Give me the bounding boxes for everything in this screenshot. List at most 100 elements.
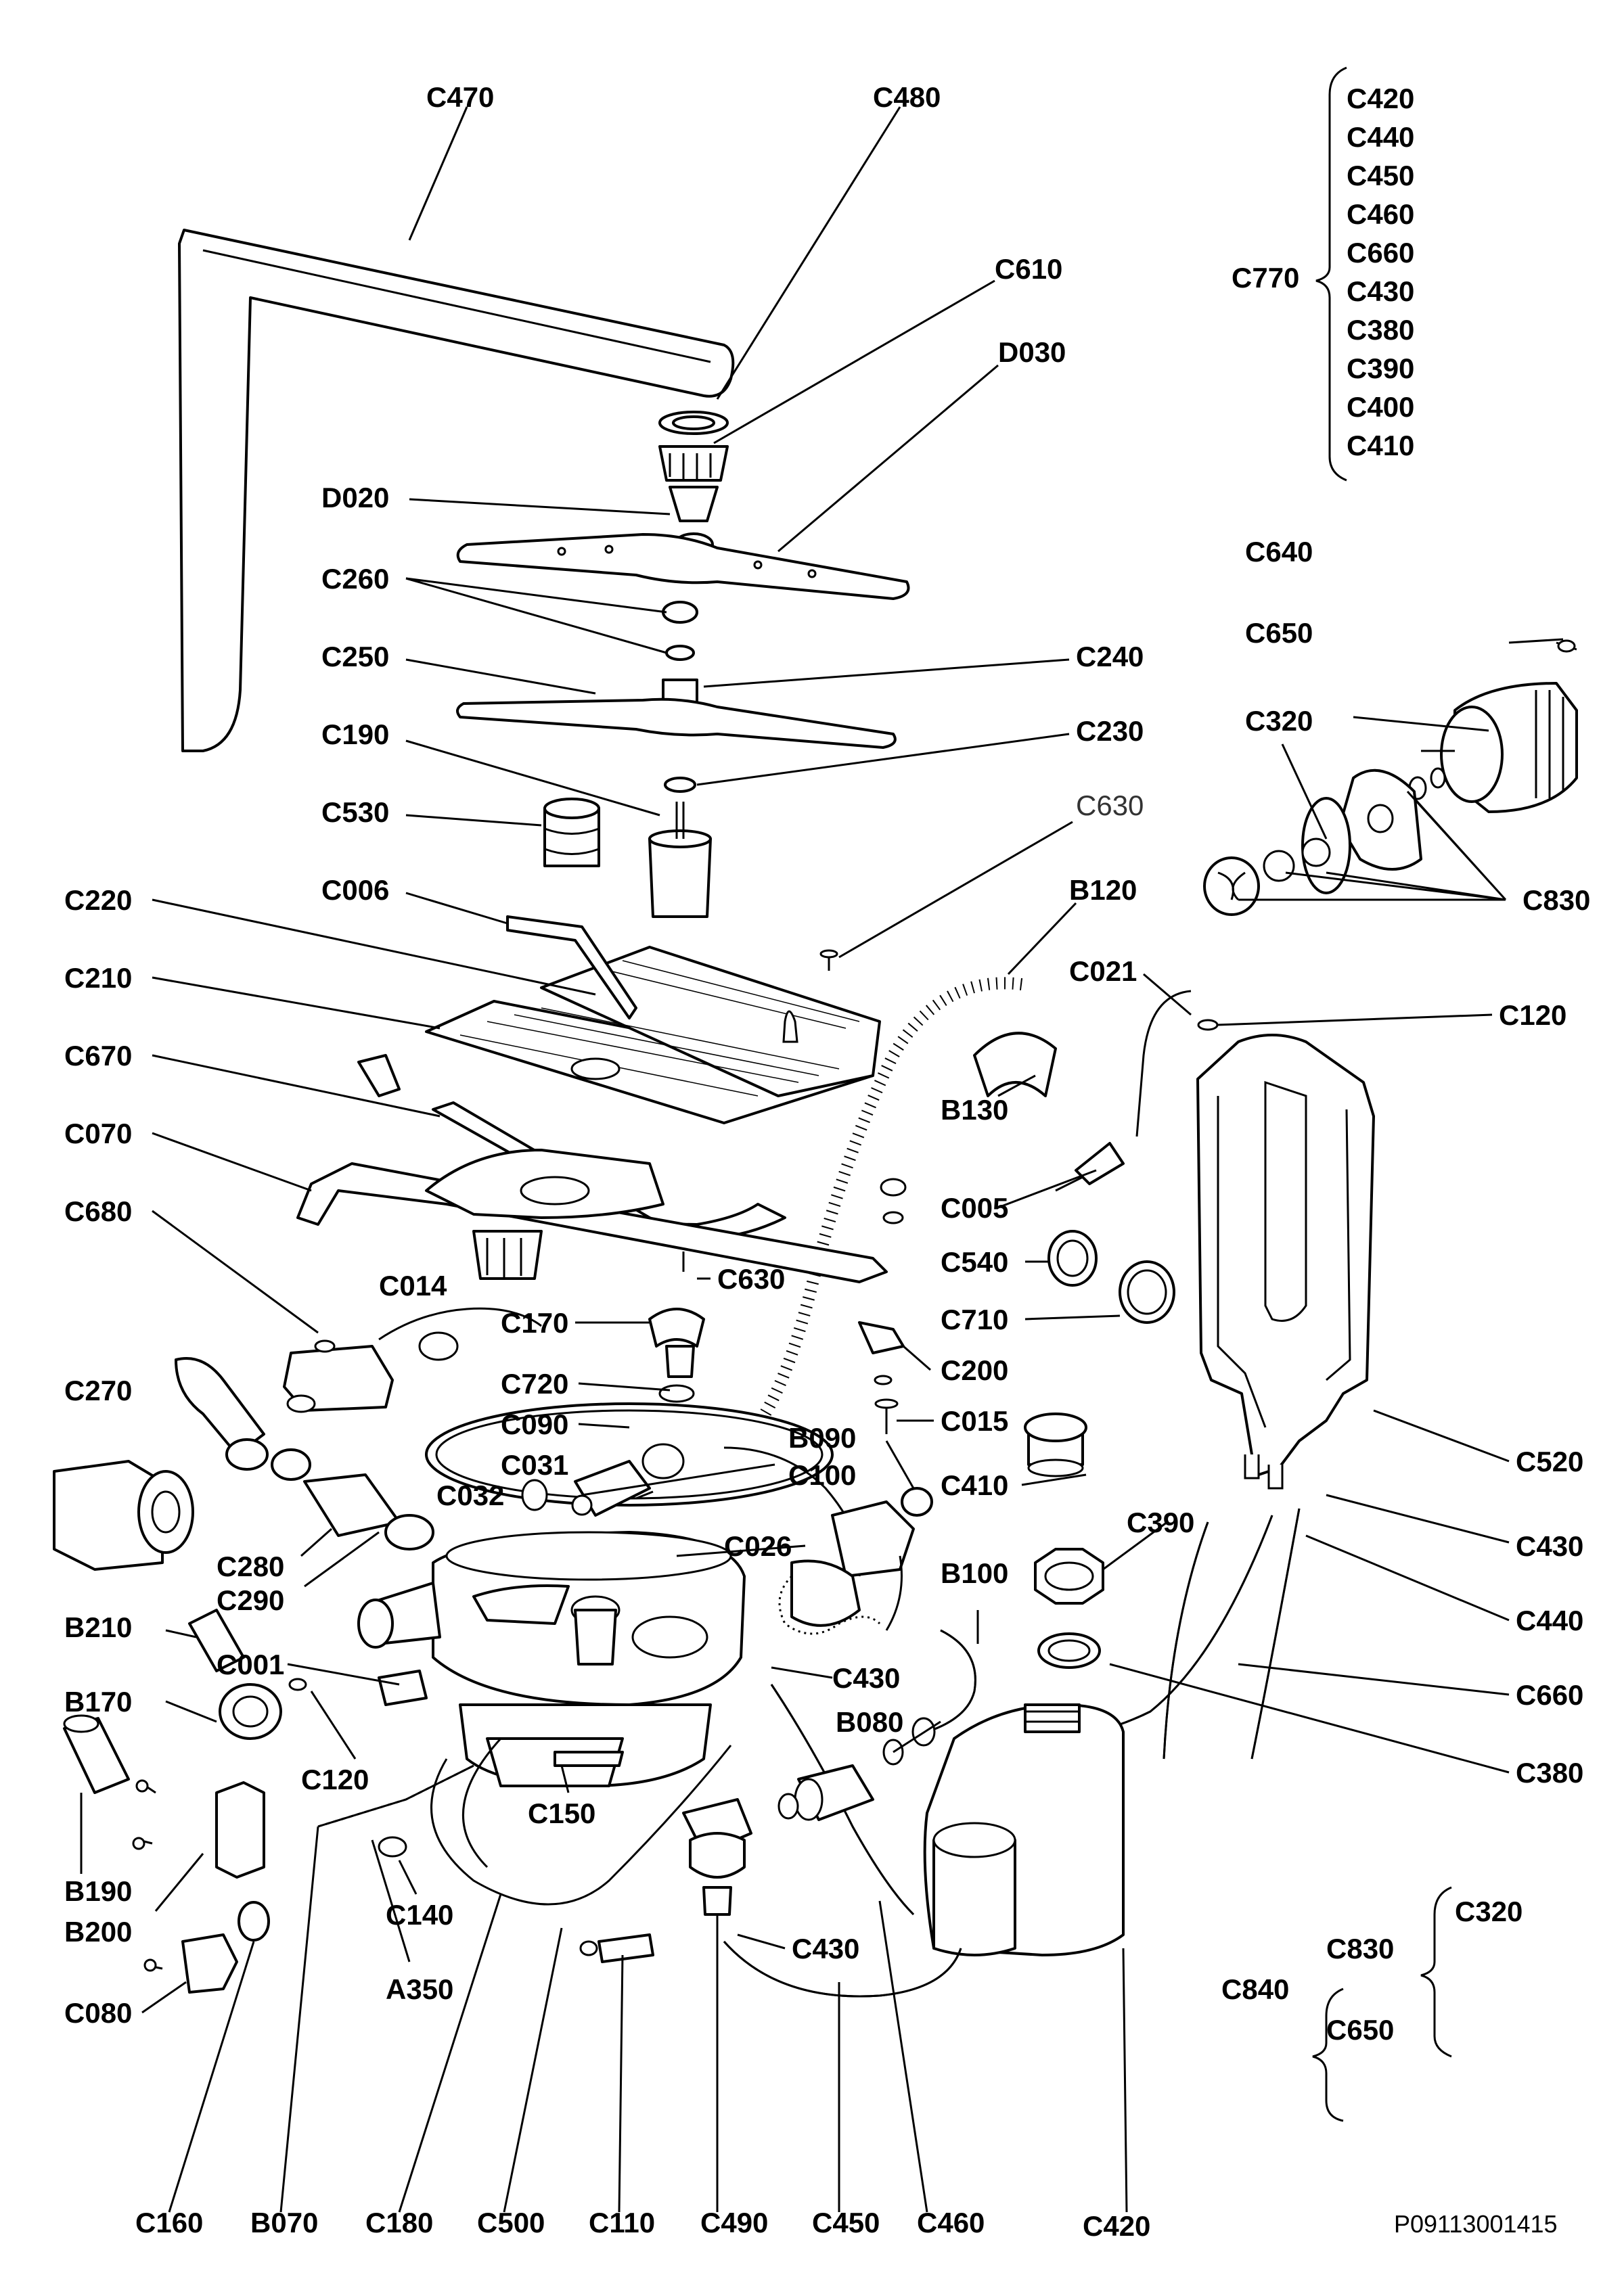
drain-pump-c100 — [723, 1446, 915, 1635]
upper-spray-pipe — [178, 229, 735, 752]
label-b130: B130 — [941, 1094, 1008, 1126]
sump-assembly — [357, 1531, 746, 1787]
group-brackets — [1312, 66, 1452, 2122]
label-c630-mid: C630 — [717, 1263, 785, 1295]
label-c380: C380 — [1516, 1757, 1583, 1789]
group-c770-item: C460 — [1347, 198, 1414, 230]
group-c770-item: C380 — [1347, 314, 1414, 346]
group-c840: C840 C320 C830 C650 — [1221, 1896, 1522, 2046]
label-c710: C710 — [941, 1304, 1008, 1335]
left-components — [63, 1609, 282, 1994]
label-c430-mid: C430 — [832, 1662, 900, 1694]
label-c120-bottom: C120 — [301, 1764, 369, 1795]
group-c840-subitem: C320 — [1455, 1896, 1522, 1927]
label-c005: C005 — [941, 1192, 1008, 1224]
label-c210: C210 — [64, 962, 132, 994]
group-c770-item: C440 — [1347, 121, 1414, 153]
ring-c090 — [425, 1384, 834, 1507]
label-a350: A350 — [386, 1973, 453, 2005]
label-c230: C230 — [1076, 715, 1144, 747]
label-c190: C190 — [321, 718, 389, 750]
clip-left — [357, 1054, 401, 1097]
label-c460: C460 — [917, 2207, 985, 2238]
label-d020: D020 — [321, 482, 389, 513]
rings-c390-c380 — [1034, 1548, 1104, 1669]
group-c770-item: C390 — [1347, 352, 1414, 384]
label-c110: C110 — [589, 2207, 655, 2238]
label-c015: C015 — [941, 1405, 1008, 1437]
drawing-code: P09113001415 — [1394, 2210, 1558, 2238]
label-c830: C830 — [1522, 884, 1590, 916]
filter-holder-c190 — [648, 802, 712, 918]
label-c490: C490 — [700, 2207, 768, 2238]
label-c670: C670 — [64, 1040, 132, 1072]
label-c680: C680 — [64, 1195, 132, 1227]
label-c290: C290 — [217, 1584, 284, 1616]
label-b170: B170 — [64, 1686, 132, 1718]
group-c770-item: C430 — [1347, 275, 1414, 307]
label-c440: C440 — [1516, 1605, 1583, 1636]
inlet-fitting-c170 — [378, 1307, 705, 1378]
filter-tray — [425, 946, 881, 1124]
nozzle-stack — [658, 411, 729, 557]
label-d030: D030 — [998, 336, 1066, 368]
label-c170: C170 — [501, 1307, 568, 1339]
small-fasteners-right — [682, 1178, 907, 1434]
bracket-c001 — [288, 1670, 428, 1706]
label-c032: C032 — [436, 1479, 504, 1511]
label-c410: C410 — [941, 1469, 1008, 1501]
inlet-valve-c490 — [682, 1798, 752, 1916]
pressure-parts-c031 — [521, 1443, 685, 1517]
label-c420: C420 — [1083, 2210, 1150, 2242]
label-c650: C650 — [1245, 617, 1313, 649]
hose-clamp-b130 — [973, 1032, 1057, 1097]
group-c840-name: C840 — [1221, 1973, 1289, 2005]
label-c070: C070 — [64, 1118, 132, 1149]
label-c480: C480 — [873, 81, 941, 113]
valve-left — [283, 1339, 394, 1413]
screw-c630-top — [819, 949, 838, 971]
bracket-c006 — [506, 915, 637, 1019]
label-c520: C520 — [1516, 1446, 1583, 1477]
cap-c410 — [1024, 1413, 1087, 1477]
label-c660: C660 — [1516, 1679, 1583, 1711]
group-c770: C770 C420 C440 C450 C460 C660 C430 C380 … — [1232, 83, 1414, 461]
leader-lines — [80, 106, 1564, 2213]
label-c150: C150 — [528, 1797, 595, 1829]
water-tank-c520 — [1196, 1034, 1375, 1490]
circulation-pump-c270 — [53, 1357, 265, 1571]
group-c770-item: C660 — [1347, 237, 1414, 269]
sensor-wire-c021 — [1055, 990, 1192, 1192]
sleeve-c530 — [543, 798, 600, 867]
label-c240: C240 — [1076, 641, 1144, 672]
label-c450: C450 — [812, 2207, 880, 2238]
label-c260: C260 — [321, 563, 389, 595]
group-c770-item: C450 — [1347, 160, 1414, 191]
label-b090: B090 — [788, 1422, 856, 1454]
lower-spray-arm — [456, 679, 897, 793]
label-c006: C006 — [321, 874, 389, 906]
label-b070: B070 — [250, 2207, 318, 2238]
label-c021: C021 — [1069, 955, 1137, 987]
group-c770-name: C770 — [1232, 262, 1299, 294]
upper-spray-arm — [456, 533, 910, 600]
bolt-c110 — [579, 1933, 654, 1963]
group-c840-inner: C830 — [1326, 1933, 1394, 1965]
clip-c120-top — [1197, 1019, 1219, 1031]
label-c160: C160 — [135, 2207, 203, 2238]
lens-b090 — [901, 1487, 933, 1517]
water-softener-c420 — [923, 1703, 1125, 1956]
label-c430-bottom: C430 — [792, 1933, 859, 1965]
label-c100: C100 — [788, 1459, 856, 1491]
rings-c540-c710 — [1047, 1230, 1175, 1324]
label-c540: C540 — [941, 1246, 1008, 1278]
label-c470: C470 — [426, 81, 494, 113]
label-c080: C080 — [64, 1997, 132, 2029]
label-c090: C090 — [501, 1408, 568, 1440]
label-c320: C320 — [1245, 705, 1313, 737]
label-c280: C280 — [217, 1551, 284, 1582]
label-b120: B120 — [1069, 874, 1137, 906]
label-b100: B100 — [941, 1557, 1008, 1589]
label-c430-right: C430 — [1516, 1530, 1583, 1562]
